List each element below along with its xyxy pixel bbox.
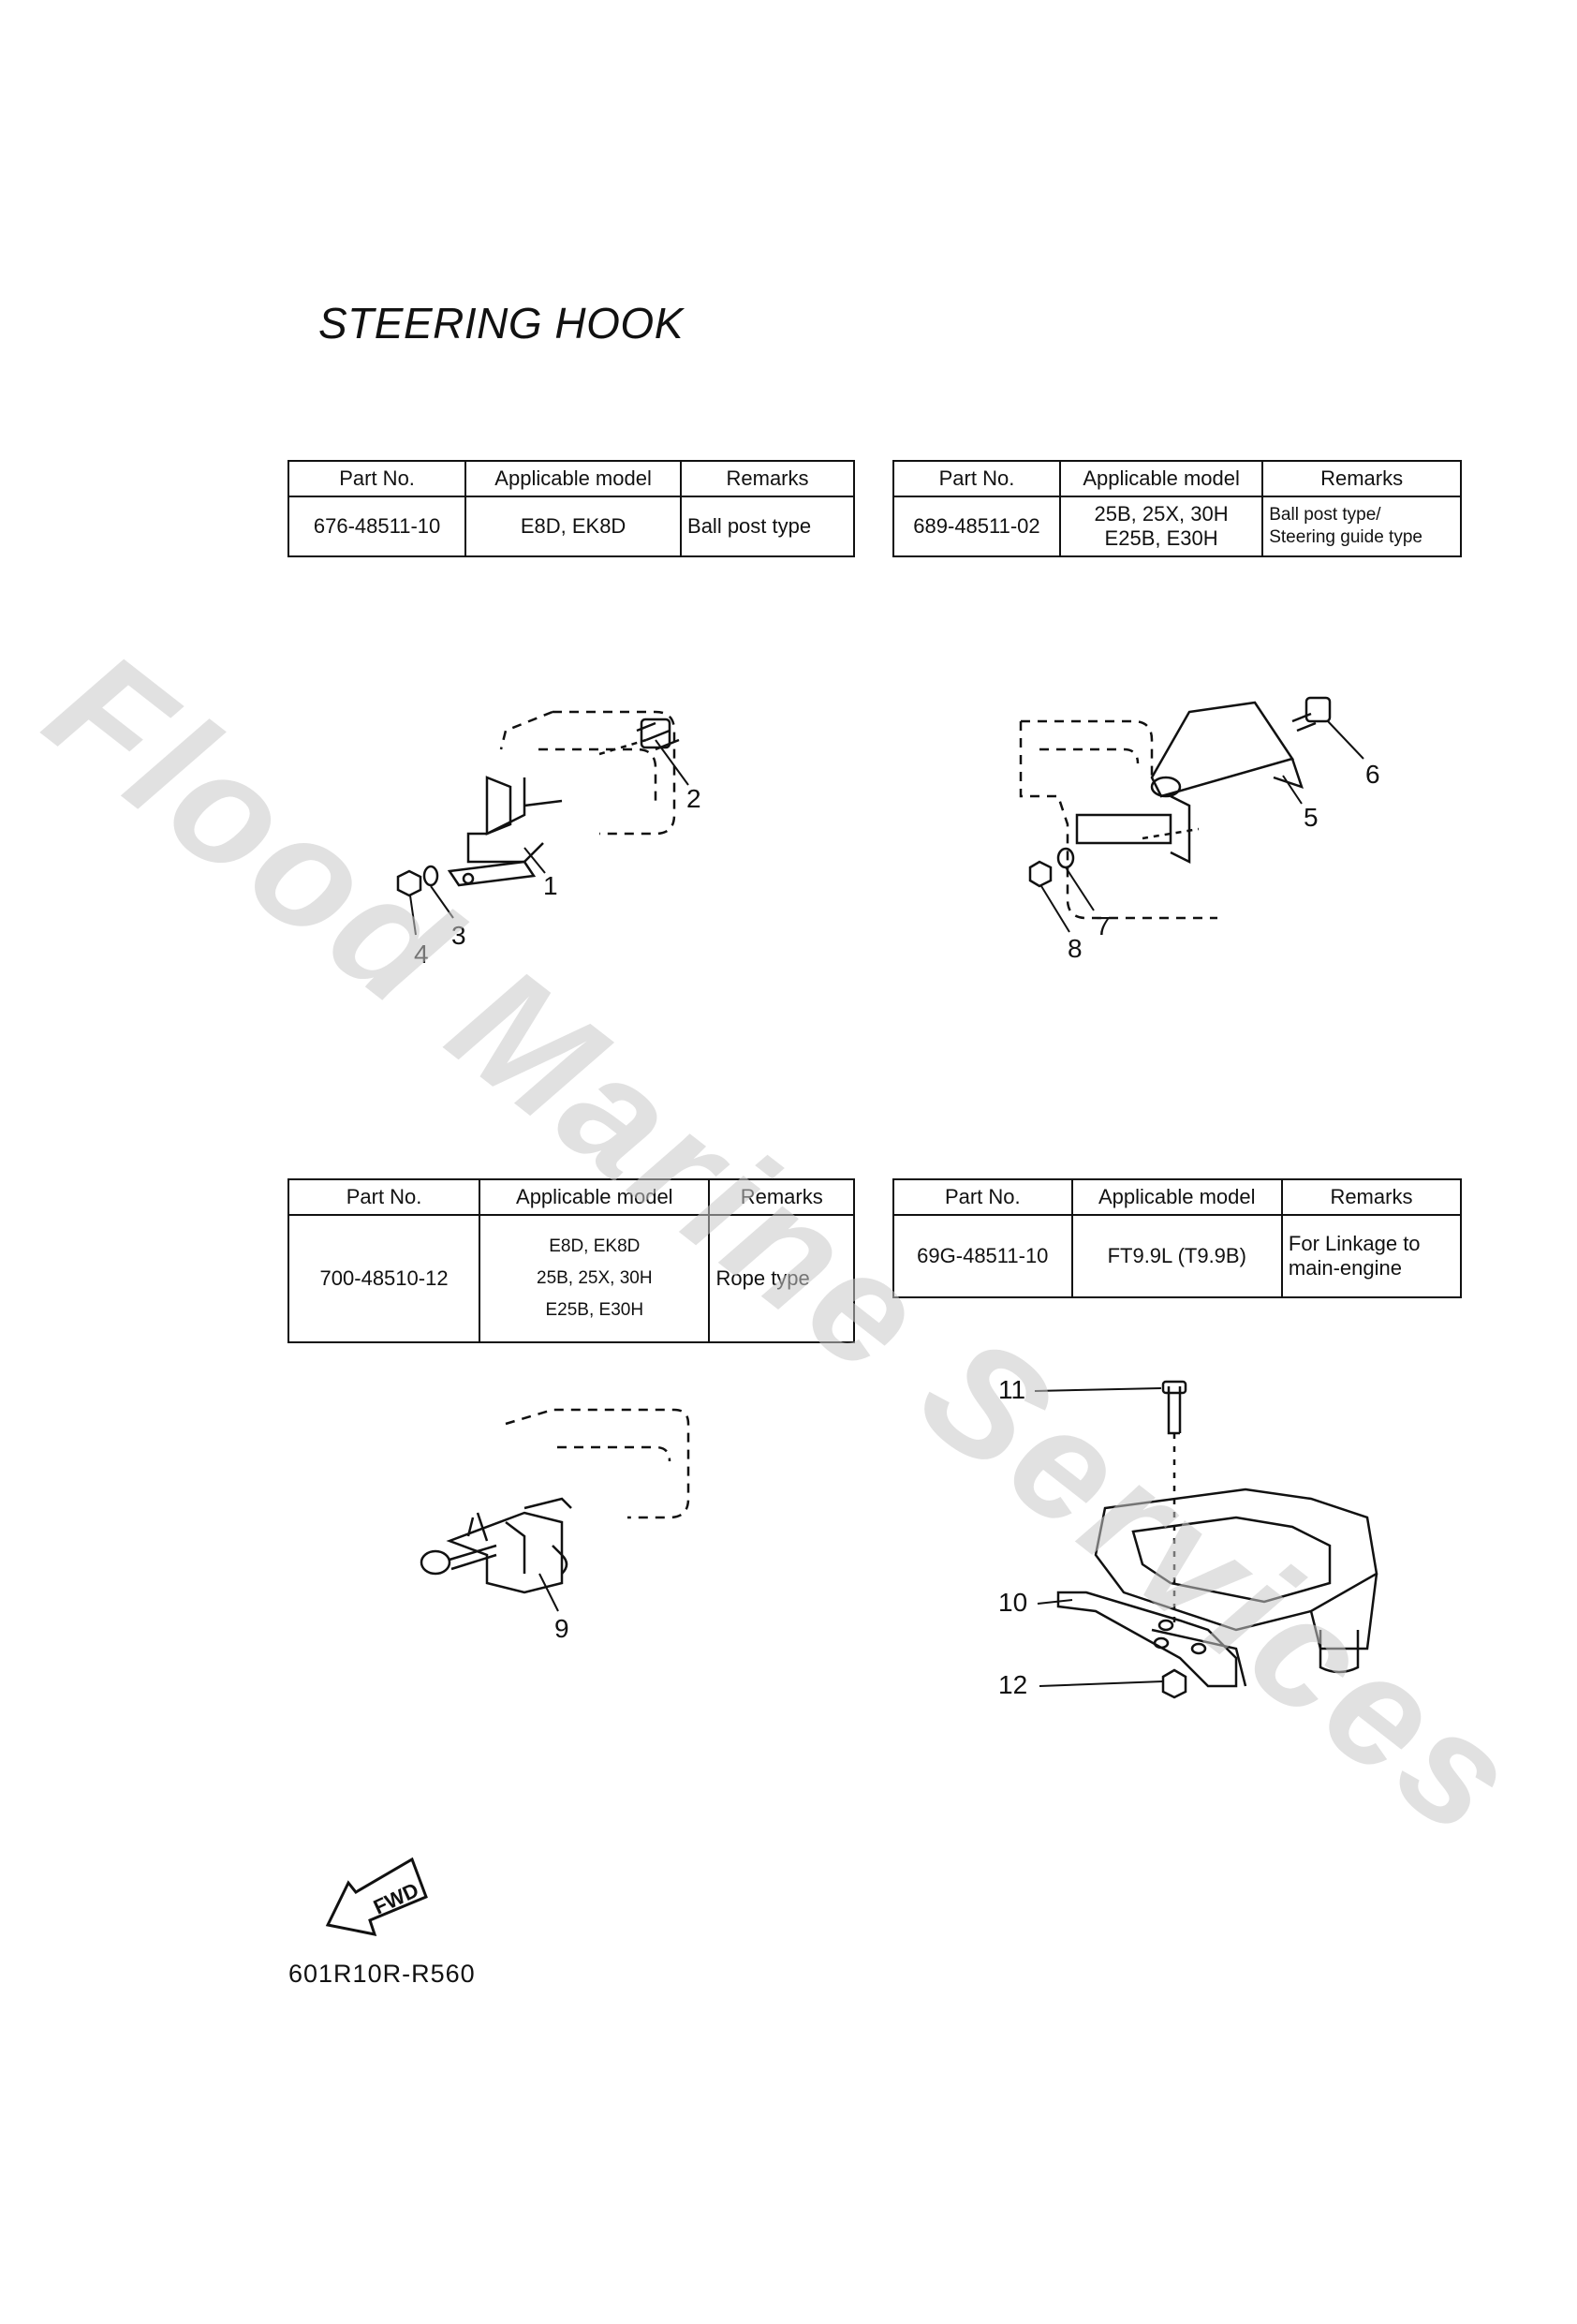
callout-7: 7 xyxy=(1096,911,1111,940)
applicable-model: FT9.9L (T9.9B) xyxy=(1070,1214,1283,1298)
callout-3: 3 xyxy=(451,921,466,950)
part-number: 689-48511-02 xyxy=(892,496,1061,557)
header-remarks: Remarks xyxy=(708,1178,855,1216)
remarks-line: For Linkage to xyxy=(1288,1232,1421,1255)
model-line: E25B, E30H xyxy=(545,1300,644,1320)
model-line: 25B, 25X, 30H xyxy=(537,1268,653,1288)
header-part-no: Part No. xyxy=(287,1178,481,1216)
remarks-line: Ball post type/ xyxy=(1269,505,1381,525)
callout-10: 10 xyxy=(998,1588,1027,1617)
applicable-model: E8D, EK8D xyxy=(464,496,683,557)
header-part-no: Part No. xyxy=(287,460,467,497)
remarks: Ball post type/ Steering guide type xyxy=(1261,496,1462,557)
part-number: 700-48510-12 xyxy=(287,1214,481,1343)
part-number: 69G-48511-10 xyxy=(892,1214,1073,1298)
callout-6: 6 xyxy=(1365,760,1380,789)
model-line: E25B, E30H xyxy=(1104,526,1218,550)
model-line: E8D, EK8D xyxy=(549,1236,641,1256)
diagram-rope-hook xyxy=(420,1408,690,1594)
header-model: Applicable model xyxy=(1070,1178,1283,1216)
callout-4: 4 xyxy=(414,940,429,969)
callout-8: 8 xyxy=(1068,934,1083,963)
remarks: For Linkage to main-engine xyxy=(1280,1214,1463,1298)
diagram-steering-guide xyxy=(1019,696,1332,920)
callout-9: 9 xyxy=(554,1614,569,1643)
callout-leaders xyxy=(409,720,1364,1687)
header-part-no: Part No. xyxy=(892,1178,1073,1216)
header-model: Applicable model xyxy=(479,1178,711,1216)
header-model: Applicable model xyxy=(464,460,683,497)
parts-table-4: Part No. Applicable model Remarks 69G-48… xyxy=(892,1178,1463,1298)
callout-12: 12 xyxy=(998,1670,1027,1699)
callout-2: 2 xyxy=(686,784,701,813)
header-part-no: Part No. xyxy=(892,460,1061,497)
model-line: 25B, 25X, 30H xyxy=(1094,502,1229,525)
callout-1: 1 xyxy=(543,871,558,900)
header-remarks: Remarks xyxy=(1261,460,1462,497)
remarks: Ball post type xyxy=(680,496,855,557)
remarks-line: main-engine xyxy=(1288,1256,1402,1280)
header-model: Applicable model xyxy=(1058,460,1264,497)
fwd-arrow-icon xyxy=(325,1857,428,1936)
part-number: 676-48511-10 xyxy=(287,496,467,557)
applicable-model: E8D, EK8D 25B, 25X, 30H E25B, E30H xyxy=(479,1214,711,1343)
parts-table-1: Part No. Applicable model Remarks 676-48… xyxy=(287,460,855,557)
header-remarks: Remarks xyxy=(1280,1178,1463,1216)
page-title: STEERING HOOK xyxy=(318,299,684,348)
header-remarks: Remarks xyxy=(680,460,855,497)
parts-table-3: Part No. Applicable model Remarks 700-48… xyxy=(287,1178,855,1343)
diagram-code: 601R10R-R560 xyxy=(288,1960,476,1988)
callout-5: 5 xyxy=(1304,803,1319,832)
applicable-model: 25B, 25X, 30H E25B, E30H xyxy=(1058,496,1264,557)
callout-11: 11 xyxy=(998,1375,1025,1404)
diagram-linkage-bracket xyxy=(1056,1380,1378,1699)
remarks-line: Steering guide type xyxy=(1269,527,1422,547)
parts-table-2: Part No. Applicable model Remarks 689-48… xyxy=(892,460,1462,557)
diagram-ball-post-hook xyxy=(396,710,680,897)
fwd-label: FWD xyxy=(370,1878,422,1919)
remarks: Rope type xyxy=(708,1214,855,1343)
